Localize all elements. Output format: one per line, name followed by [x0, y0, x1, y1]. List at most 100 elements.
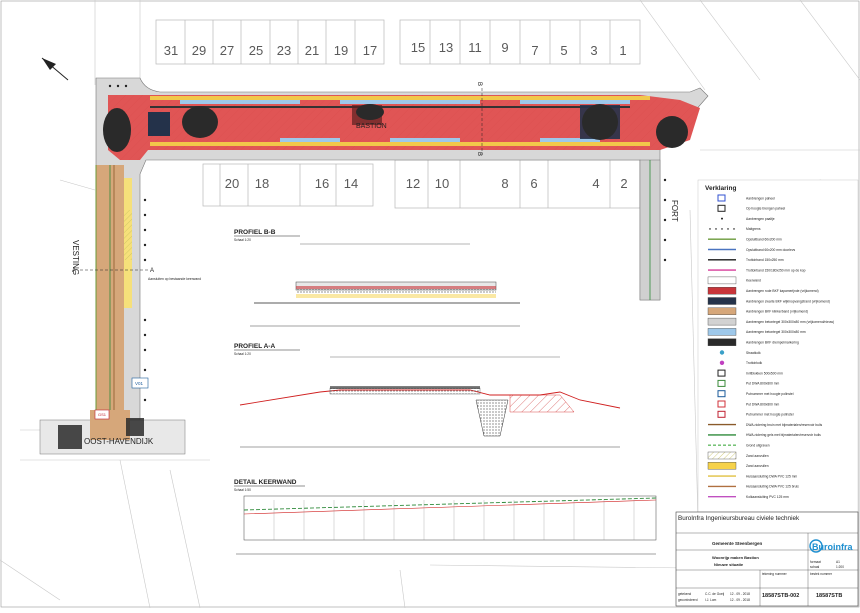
legend-symbol — [707, 462, 737, 470]
road-vesting — [95, 165, 132, 420]
legend-symbol — [717, 410, 726, 418]
legend-symbol — [707, 287, 737, 295]
legend-label: Opsluitband 60x200 mm — [746, 238, 782, 242]
house-number: 8 — [501, 176, 508, 191]
row-date: 12 - 09 - 2018 — [730, 592, 750, 596]
house-number: 21 — [305, 43, 319, 58]
legend-symbol — [707, 307, 737, 315]
section-marker-b-top: B — [476, 82, 482, 86]
section-marker-a-right: A — [150, 268, 154, 274]
house-number: 15 — [411, 40, 425, 55]
posts — [108, 84, 667, 402]
legend-symbol — [721, 217, 723, 220]
legend-item: Huisaansluiting DWA PVC 125 mm — [708, 474, 797, 478]
legend-item: Aanbrengen betontegel 300x300x80 mm (vri… — [707, 317, 834, 326]
legend-item: Inritblokken 500x500 mm — [717, 369, 783, 377]
label-bestek-nummer: bestek nummer — [810, 572, 833, 576]
legend-label: Trottoirkolk — [746, 361, 763, 365]
title-block: BuroInfra Ingenieursbureau civiele techn… — [675, 511, 859, 607]
legend-label: Inritblokken 500x500 mm — [746, 371, 783, 375]
legend-item: Trottoirband 150x250 mm — [708, 258, 784, 262]
legend-label: Trottoirband 150x250 mm — [746, 258, 784, 262]
house-number: 3 — [590, 43, 597, 58]
street-label-bastion: BASTION — [356, 123, 387, 130]
legend-label: Zand aanvullen — [746, 454, 769, 458]
house-number: 27 — [220, 43, 234, 58]
house-number: 1 — [619, 43, 626, 58]
house-number: 25 — [249, 43, 263, 58]
legend-item: Kolkaansluiting PVC 125 mm — [708, 495, 789, 499]
house-number: 11 — [468, 40, 482, 55]
note-vesting: Aansluiten op bestaande keerwand — [148, 277, 201, 281]
legend-symbol — [717, 379, 726, 387]
profile-a-a: PROFIEL A-A Schaal 1:20 — [234, 343, 621, 448]
profile-b-scale: Schaal 1:20 — [234, 238, 251, 242]
format-value: A1 — [836, 560, 840, 564]
legend-label: Straatkolk — [746, 351, 761, 355]
legend-item: Aanbrengen zwarte BKF wijkinopvangstrand… — [707, 297, 830, 305]
legend-symbol — [717, 369, 726, 377]
legend-label: Trottoirband 150/180x250 mm op de kop — [746, 268, 806, 272]
legend-title: Verklaring — [705, 185, 736, 192]
legend-label: Aanbrengen betontegel 300x300x80 mm (vri… — [746, 320, 834, 324]
tag-v01: V01 — [131, 377, 149, 389]
legend-item: Aanbrengen paheel — [717, 194, 775, 202]
house-number: 16 — [315, 176, 329, 191]
house-number: 14 — [344, 176, 358, 191]
legend-symbol — [717, 390, 726, 398]
detail-title: DETAIL KEERWAND — [234, 479, 297, 486]
label-formaat: formaat — [810, 560, 821, 564]
house-number: 12 — [406, 176, 420, 191]
profile-a-scale: Schaal 1:20 — [234, 352, 251, 356]
legend-label: Huisaansluiting DWA PVC 125 bruis — [746, 485, 799, 489]
legend-item: Aanbrengen betontegel 300x300x80 mm — [707, 328, 806, 336]
svg-text:GS1: GS1 — [98, 412, 107, 417]
house-number: 6 — [530, 176, 537, 191]
house-number: 4 — [592, 176, 599, 191]
legend-label: Kolkaansluiting PVC 125 mm — [746, 495, 789, 499]
legend-item: Put DWA 800x800 mm — [717, 400, 779, 408]
legend-label: Zand aanvullen — [746, 464, 769, 468]
house-number: 31 — [164, 43, 178, 58]
client-name: Gemeente Steenbergen — [712, 541, 763, 546]
detail-keerwand: DETAIL KEERWAND Schaal 1:50 — [234, 479, 657, 555]
legend-label: Maitgrens — [746, 227, 761, 231]
profile-a-title: PROFIEL A-A — [234, 343, 275, 350]
legend-item: Opsluitband 60x200 mm — [708, 238, 782, 242]
profile-b-title: PROFIEL B-B — [234, 229, 276, 236]
legend-item: Straatkolk — [719, 350, 761, 355]
section-markers: A A B B — [72, 82, 483, 274]
house-numbers-north: 31 29 27 25 23 21 19 17 15 13 11 9 7 5 3… — [164, 40, 627, 58]
legend-label: Aanbrengen paaltje — [746, 217, 775, 221]
legend-symbol — [707, 338, 737, 346]
legend-symbol — [719, 360, 725, 365]
legend-label: Aanbrengen BKF drempelmarkering — [746, 341, 799, 345]
project-name: Woonrijp maken Bastion — [712, 555, 759, 560]
legend-item: Putnummer met hoogte pollnstel — [717, 390, 794, 398]
section-marker-a-left: A — [72, 268, 76, 274]
street-label-fort: FORT — [670, 200, 679, 222]
drawing-number: 18587STB-002 — [762, 593, 799, 599]
row-name: I.J. Lom — [705, 598, 717, 602]
house-number: 2 — [620, 176, 627, 191]
legend-label: Aanbrengen paheel — [746, 196, 775, 200]
legend-label: Aanbrengen rode BKF kapamerijnde (vrijko… — [746, 289, 819, 293]
legend-symbol — [707, 297, 737, 305]
legend-item: Trottoirkolk — [719, 360, 763, 365]
legend-item: Zand aanvullen — [707, 451, 769, 460]
road-fort — [639, 159, 661, 301]
label-schaal: schaal — [810, 565, 820, 569]
legend-item: Aanbrengen BKF drempelmarkering — [707, 338, 799, 346]
buildings-north — [155, 19, 641, 65]
svg-text:Buroinfra: Buroinfra — [812, 542, 853, 552]
house-number: 13 — [439, 40, 453, 55]
street-label-oost-havendijk: OOST-HAVENDIJK — [84, 437, 154, 446]
legend-label: Put DWA 800x800 mm — [746, 382, 779, 386]
label-tekening-nummer: tekening nummer — [762, 572, 788, 576]
legend-item: DWA-riolering bruin met bijmaterialen/re… — [708, 423, 822, 427]
legend-symbol — [707, 276, 737, 285]
legend-item: Aanbrengen paaltje — [721, 217, 775, 221]
legend-symbol — [707, 328, 737, 336]
